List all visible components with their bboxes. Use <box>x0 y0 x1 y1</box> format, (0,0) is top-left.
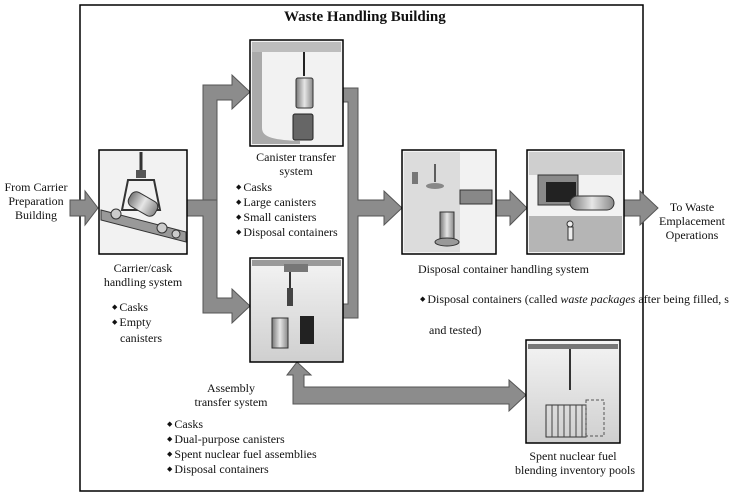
arrow-disposal-to-emplacement <box>495 189 528 227</box>
canister-bullet: Casks <box>236 180 338 195</box>
carrier-cask-label: Carrier/cask handling system <box>96 261 190 289</box>
from-line-1: From Carrier <box>4 180 68 194</box>
assembly-transfer-panel <box>249 257 344 363</box>
carrier-label-line-2: handling system <box>103 275 183 289</box>
arrow-merge <box>342 87 403 319</box>
disposal-note-emphasis: waste packages <box>560 292 636 306</box>
assembly-label-line-1: Assembly <box>207 381 255 395</box>
canister-bullet: Small canisters <box>236 210 338 225</box>
carrier-bullets: Casks Empty <box>112 300 151 330</box>
canister-label-line-2: system <box>279 164 313 178</box>
to-line-1: To Waste <box>669 200 715 214</box>
pools-label-line-1: Spent nuclear fuel <box>529 449 617 463</box>
flow-arrows <box>69 73 659 413</box>
canister-bullets: Casks Large canisters Small canisters Di… <box>236 180 338 240</box>
to-line-3: Operations <box>665 228 719 242</box>
arrow-to-emplacement <box>623 189 659 227</box>
from-line-3: Building <box>14 208 57 222</box>
canister-bullet: Large canisters <box>236 195 338 210</box>
canister-bullet: Disposal containers <box>236 225 337 240</box>
assembly-bullet: Dual-purpose canisters <box>167 432 317 447</box>
carrier-bullet: Casks <box>112 300 151 315</box>
building-frame <box>79 4 644 492</box>
from-carrier-label: From Carrier Preparation Building <box>2 180 70 222</box>
assembly-bullet: Casks <box>167 417 317 432</box>
assembly-bullet: Spent nuclear fuel assemblies <box>167 447 316 462</box>
disposal-note-pre: Disposal containers (called <box>427 292 561 306</box>
carrier-label-line-1: Carrier/cask <box>113 261 173 275</box>
assembly-transfer-label: Assembly transfer system <box>176 381 286 409</box>
canister-transfer-panel <box>249 39 344 147</box>
disposal-note-post: after being filled, sealed, <box>638 292 729 306</box>
carrier-cask-panel <box>98 149 188 255</box>
to-emplacement-label: To Waste Emplacement Operations <box>656 200 728 242</box>
emplacement-transfer-panel <box>526 149 625 255</box>
arrow-split-lower <box>186 199 251 325</box>
disposal-note: Disposal containers (called waste packag… <box>420 292 729 307</box>
blending-pool-panel <box>525 339 621 444</box>
carrier-bullet: Empty <box>112 315 151 330</box>
disposal-container-label: Disposal container handling system <box>418 262 589 276</box>
assembly-bullet: Disposal containers <box>167 462 317 477</box>
disposal-note-line-2: and tested) <box>429 323 482 337</box>
assembly-bullets: Casks Dual-purpose canisters Spent nucle… <box>167 417 317 477</box>
pools-label-line-2: blending inventory pools <box>515 463 635 477</box>
canister-label-line-1: Canister transfer <box>256 150 336 164</box>
arrow-from-carrier <box>69 189 99 227</box>
disposal-container-panel <box>401 149 497 255</box>
building-title: Waste Handling Building <box>284 9 446 25</box>
pools-label: Spent nuclear fuel blending inventory po… <box>515 449 635 477</box>
to-line-2: Emplacement <box>659 214 725 228</box>
carrier-bullet-continuation: canisters <box>120 331 162 345</box>
assembly-label-line-2: transfer system <box>194 395 268 409</box>
arrow-pool-exchange <box>285 361 527 413</box>
from-line-2: Preparation <box>8 194 64 208</box>
canister-transfer-label: Canister transfer system <box>240 150 352 178</box>
